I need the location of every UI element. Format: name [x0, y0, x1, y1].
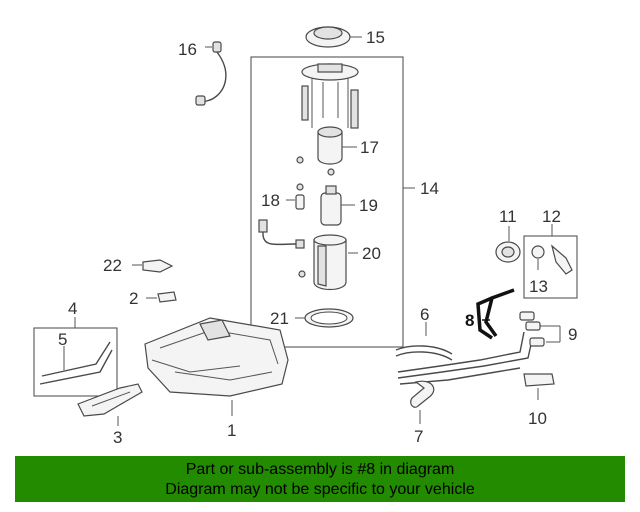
label-18: 18 — [261, 191, 280, 210]
label-4: 4 — [68, 299, 77, 318]
part-16-sender-wire[interactable] — [195, 41, 227, 106]
label-1: 1 — [227, 421, 236, 440]
part-18-pressure-regulator[interactable] — [295, 183, 305, 210]
label-3: 3 — [113, 428, 122, 447]
label-8: 8 — [465, 311, 474, 330]
label-19: 19 — [359, 196, 378, 215]
part-1-fuel-tank[interactable] — [144, 317, 289, 397]
label-10: 10 — [528, 409, 547, 428]
label-20: 20 — [362, 244, 381, 263]
part-3-heat-shield[interactable] — [77, 383, 143, 417]
part-15-cap[interactable] — [305, 26, 351, 48]
part-17-fuel-filter[interactable] — [296, 126, 343, 176]
label-17: 17 — [360, 138, 379, 157]
label-21: 21 — [270, 309, 289, 328]
label-13: 13 — [529, 277, 548, 296]
parts-diagram: 15 16 17 14 18 19 20 21 22 2 4 5 1 3 6 7… — [33, 26, 578, 447]
label-15: 15 — [366, 28, 385, 47]
part-5-straps[interactable] — [39, 341, 113, 385]
part-13-filler-lock[interactable] — [531, 244, 573, 275]
strap-group-box — [33, 327, 118, 397]
pump-harness — [258, 219, 305, 249]
label-22: 22 — [103, 256, 122, 275]
part-9-connectors[interactable] — [519, 311, 545, 347]
label-7: 7 — [414, 427, 423, 446]
part-11-grommet[interactable] — [495, 241, 521, 263]
part-2-clip[interactable] — [157, 291, 177, 303]
part-7-hose[interactable] — [410, 380, 435, 408]
part-6-hose[interactable] — [395, 345, 453, 361]
banner-line-1: Part or sub-assembly is #8 in diagram — [185, 461, 455, 478]
banner-line-2: Diagram may not be specific to your vehi… — [165, 481, 475, 498]
part-8-filler-pipe[interactable] — [476, 288, 515, 340]
label-12: 12 — [542, 207, 561, 226]
filler-door-group-box — [523, 235, 578, 299]
part-20-pump-bracket[interactable] — [298, 234, 347, 291]
label-5: 5 — [58, 330, 67, 349]
info-banner: Part or sub-assembly is #8 in diagram Di… — [15, 456, 625, 502]
part-19-fuel-pump[interactable] — [320, 185, 342, 226]
fuel-lines — [397, 331, 533, 385]
pump-flange — [301, 63, 359, 129]
label-2: 2 — [129, 289, 138, 308]
label-11: 11 — [499, 207, 517, 226]
fuel-pump-assembly-box — [250, 56, 404, 348]
part-21-gasket[interactable] — [304, 308, 354, 328]
label-14: 14 — [420, 179, 439, 198]
part-22-connector[interactable] — [142, 259, 174, 273]
label-6: 6 — [420, 305, 429, 324]
part-10-bracket[interactable] — [523, 373, 555, 387]
label-16: 16 — [178, 40, 197, 59]
label-9: 9 — [568, 325, 577, 344]
